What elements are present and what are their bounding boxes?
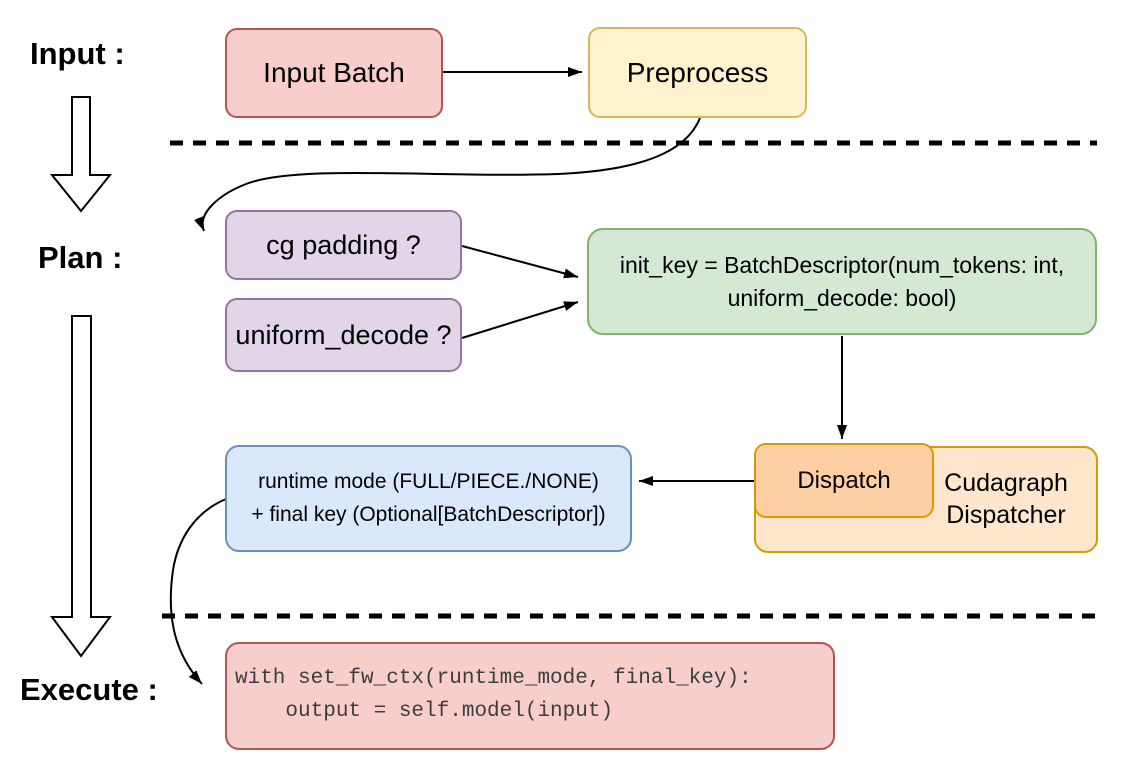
uniform-decode-node: uniform_decode ? (225, 298, 462, 372)
runtime-line2: + final key (Optional[BatchDescriptor]) (251, 502, 606, 526)
init-key-node: init_key = BatchDescriptor(num_tokens: i… (587, 228, 1097, 335)
init-key-line2: uniform_decode: bool) (727, 284, 957, 311)
runtime-mode-node: runtime mode (FULL/PIECE./NONE) + final … (225, 445, 632, 552)
cudagraph-dispatcher-label: Cudagraph Dispatcher (944, 469, 1068, 529)
arrow-cg-padding-to-init-key (461, 245, 579, 279)
init-key-line1: init_key = BatchDescriptor(num_tokens: i… (619, 251, 1065, 278)
plan-section-label: Plan : (38, 240, 123, 275)
arrow-runtime-to-code (169, 498, 227, 685)
block-arrow-input-to-plan (49, 96, 113, 213)
execute-section-label: Execute : (20, 672, 158, 707)
code-line2: output = self.model(input) (235, 700, 614, 723)
block-arrow-plan-to-execute (50, 315, 112, 658)
input-batch-node: Input Batch (225, 28, 443, 118)
arrow-uniform-decode-to-init-key (461, 301, 579, 339)
cg-padding-node: cg padding ? (225, 210, 462, 280)
arrow-preprocess-to-cg-padding (194, 117, 701, 232)
preprocess-node: Preprocess (588, 27, 807, 118)
input-section-label: Input : (30, 36, 125, 71)
code-line1: with set_fw_ctx(runtime_mode, final_key)… (235, 667, 752, 691)
runtime-line1: runtime mode (FULL/PIECE./NONE) (258, 469, 599, 493)
dispatch-node: Dispatch (754, 443, 934, 518)
execute-code-node: with set_fw_ctx(runtime_mode, final_key)… (225, 642, 835, 750)
